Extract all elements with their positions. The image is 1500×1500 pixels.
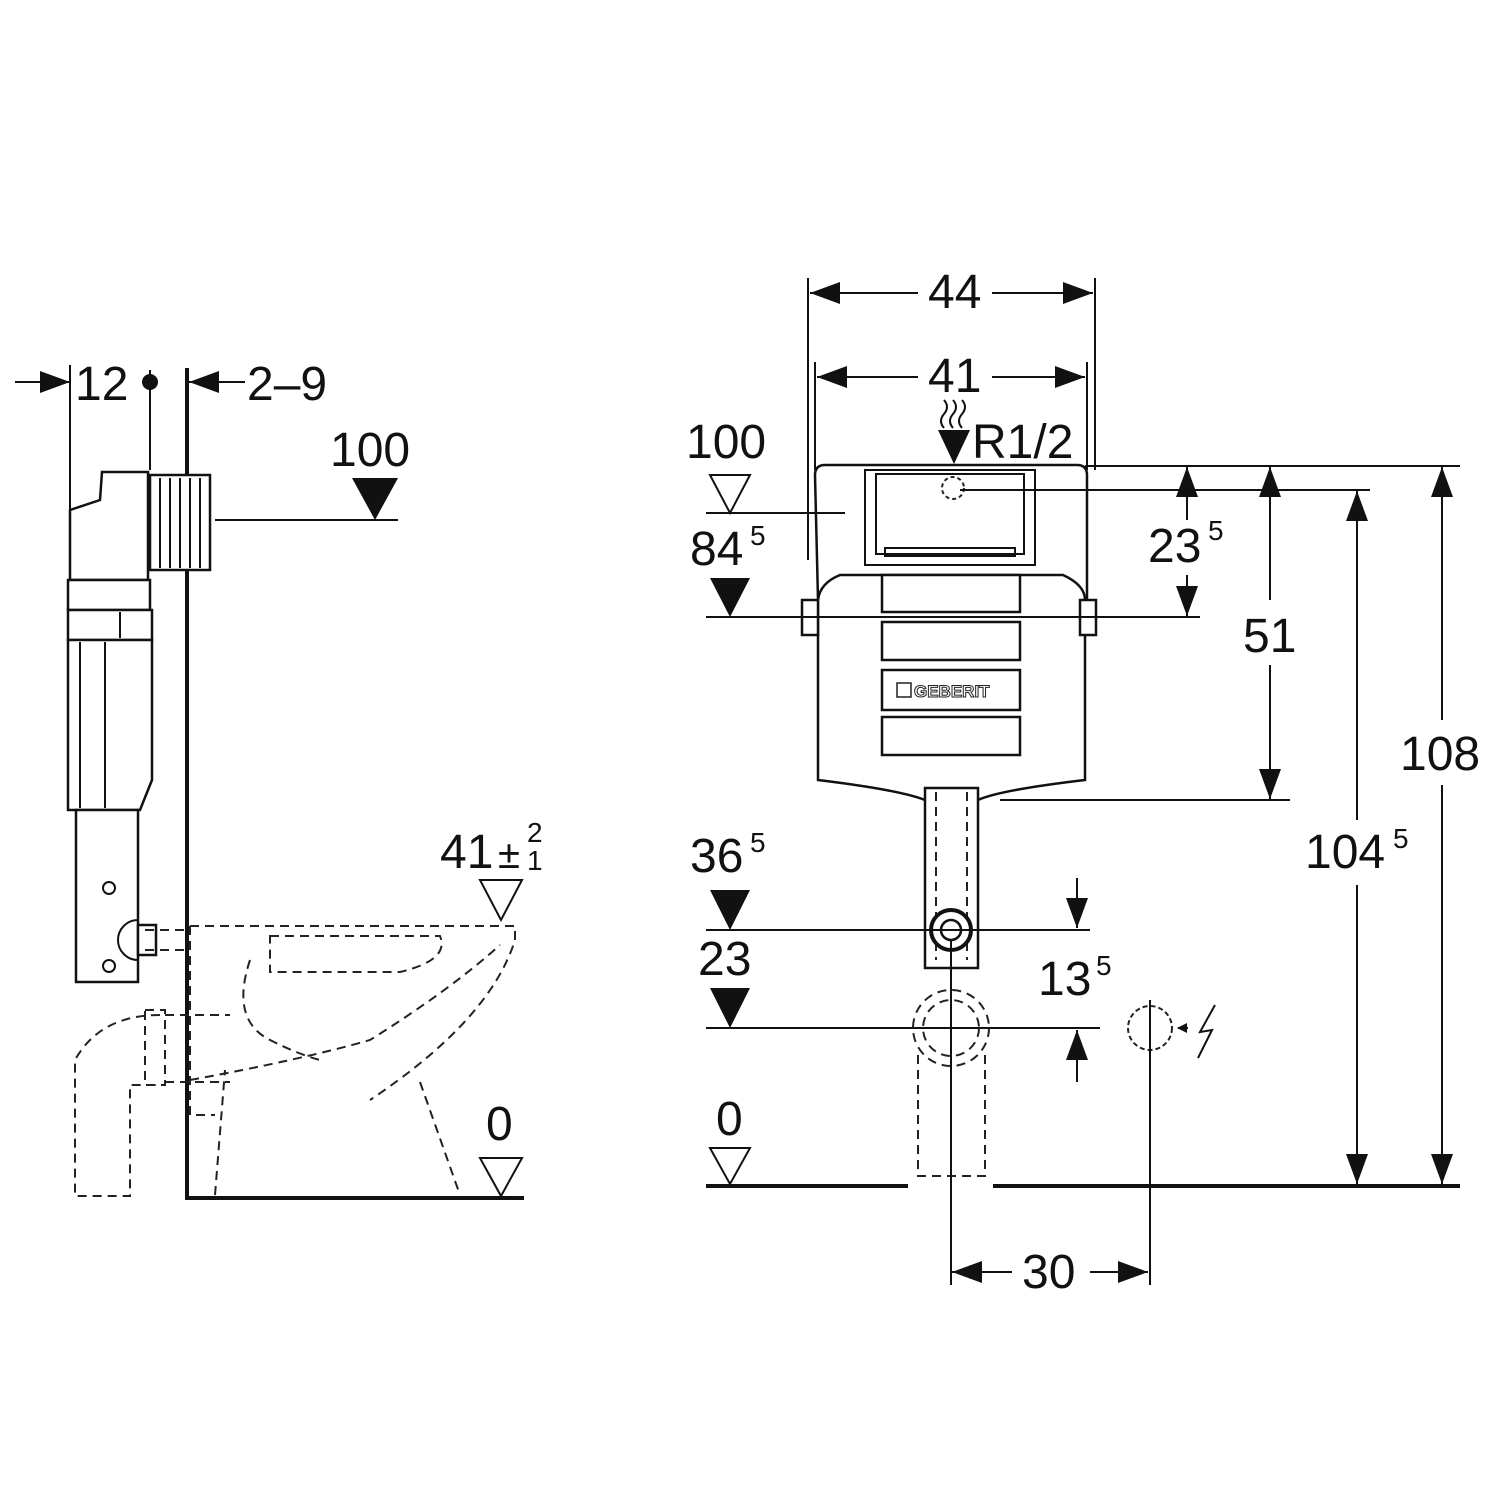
level-top-label: 100 [330, 424, 410, 477]
drain-pipe-outline [912, 940, 990, 1285]
level-top-front: 100 [686, 416, 845, 516]
dim-cistern-height-label: 51 [1243, 610, 1296, 663]
side-view: 12 2–9 [15, 358, 543, 1200]
level-floor-label: 0 [486, 1098, 513, 1151]
cistern-panel [880, 573, 1022, 614]
level-seat-tolerance-sign: ± [498, 833, 520, 877]
level-overflow-sup: 5 [750, 520, 766, 551]
dim-inner-width: 41 [814, 350, 1088, 470]
dim-outlet-spacing-sup: 5 [1096, 950, 1112, 981]
level-seat-tolerance-lower: 1 [527, 845, 543, 876]
level-seat-tolerance-upper: 2 [527, 817, 543, 848]
level-seat: 41 ± 2 1 [440, 817, 543, 923]
level-overflow-label: 84 [690, 523, 743, 576]
water-connection-label: R1/2 [972, 416, 1073, 469]
dim-connection-offset-label: 23 [1148, 520, 1201, 573]
level-flush-outlet-sup: 5 [750, 827, 766, 858]
level-floor: 0 [478, 1098, 524, 1199]
level-marker-filled-icon [352, 478, 398, 520]
dim-outlet-spacing: 13 5 [1038, 878, 1112, 1082]
dim-connection-height-label: 104 [1305, 826, 1385, 879]
level-marker-filled-icon [710, 890, 750, 930]
dim-power-offset-label: 30 [1022, 1246, 1075, 1299]
level-marker-filled-icon [710, 988, 750, 1028]
brand-logo-text: GEBERIT [914, 682, 990, 701]
level-top-front-label: 100 [686, 416, 766, 469]
dim-power-offset: 30 [952, 1246, 1148, 1299]
dim-connection-height: 104 5 [1305, 491, 1409, 1184]
dim-wall-gap: 2–9 [189, 358, 327, 411]
brand-logo: GEBERIT [896, 682, 991, 702]
dim-total-height: 108 [1400, 467, 1480, 1184]
water-wave-icon [940, 399, 948, 429]
level-flush-outlet: 36 5 [690, 827, 1090, 931]
level-marker-hollow-icon [478, 1157, 524, 1199]
dim-cistern-height: 51 [1243, 467, 1296, 799]
cistern-panel [880, 715, 1022, 757]
level-floor-front: 0 [706, 1093, 1460, 1188]
level-marker-hollow-icon [478, 879, 524, 923]
cistern-front: GEBERIT [800, 463, 1098, 970]
dim-connection-offset-sup: 5 [1208, 515, 1224, 546]
level-floor-front-label: 0 [716, 1093, 743, 1146]
level-drain-label: 23 [698, 933, 751, 986]
dim-wall-gap-label: 2–9 [247, 358, 327, 411]
lightning-icon [1197, 1004, 1216, 1059]
dim-depth: 12 [15, 358, 158, 520]
level-overflow: 84 5 [690, 520, 1200, 618]
dim-inner-width-label: 41 [928, 350, 981, 403]
dimension-point-icon [142, 374, 158, 390]
toilet-bowl-outline [74, 925, 516, 1197]
dim-outer-width-label: 44 [928, 266, 981, 319]
level-marker-filled-icon [710, 578, 750, 617]
level-flush-outlet-label: 36 [690, 830, 743, 883]
power-socket [1127, 1000, 1216, 1285]
dim-connection-height-sup: 5 [1393, 823, 1409, 854]
arrow-down-icon [938, 430, 970, 464]
dim-connection-offset: 23 5 [1148, 467, 1224, 616]
level-seat-label: 41 [440, 826, 493, 879]
water-connection: R1/2 [938, 399, 1073, 469]
dim-total-height-label: 108 [1400, 728, 1480, 781]
level-marker-hollow-icon [708, 1147, 752, 1187]
level-drain: 23 [698, 933, 1100, 1029]
cistern-panel [880, 620, 1022, 662]
level-top: 100 [215, 424, 410, 521]
front-view: 44 41 R1/2 [686, 266, 1480, 1299]
dim-outlet-spacing-label: 13 [1038, 953, 1091, 1006]
cistern-side [66, 470, 212, 984]
level-marker-hollow-icon [708, 474, 752, 516]
dim-depth-label: 12 [75, 358, 128, 411]
